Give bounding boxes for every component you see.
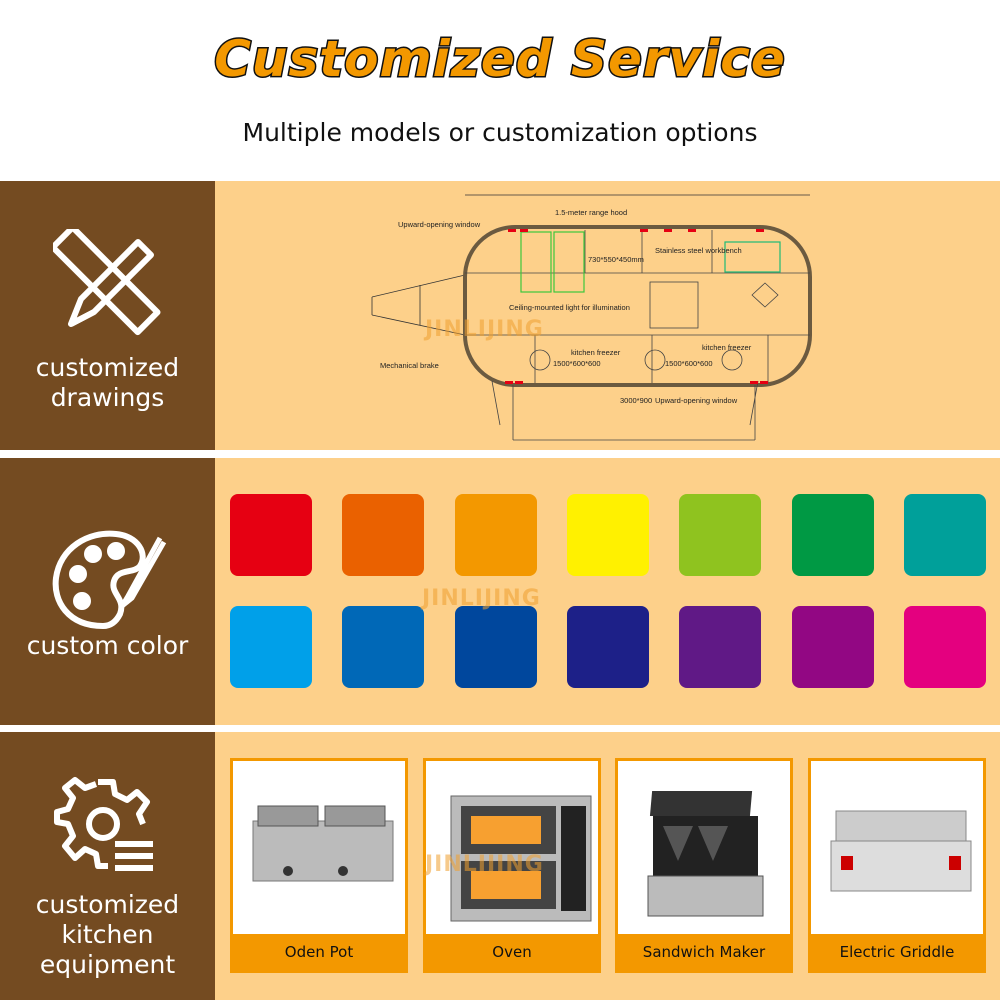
color-swatch[interactable] — [566, 494, 649, 576]
equipment-image — [830, 810, 972, 892]
equipment-image — [647, 791, 764, 917]
watermark: JINLIJING — [422, 586, 541, 611]
label-dim-4: 3000*900 — [620, 396, 652, 405]
palette-icon — [52, 530, 166, 630]
label-dim-1: 1500*600*600 — [553, 359, 601, 368]
watermark: JINLIJING — [425, 317, 544, 342]
equipment-card[interactable]: Sandwich Maker — [615, 758, 793, 973]
side-panel-drawings: customized drawings — [0, 181, 215, 450]
color-swatch[interactable] — [566, 606, 649, 688]
color-swatch[interactable] — [230, 494, 312, 576]
equipment-name: Oden Pot — [233, 934, 405, 970]
section-label: custom color — [26, 631, 189, 660]
color-swatch[interactable] — [903, 494, 986, 576]
section-label: customized drawings — [35, 353, 180, 412]
equipment-card[interactable]: Oden Pot — [230, 758, 408, 973]
gear-list-icon — [53, 777, 153, 871]
equipment-name: Electric Griddle — [811, 934, 983, 970]
ruler-pencil-icon — [52, 229, 160, 336]
label-dim-2: 1500*600*600 — [665, 359, 713, 368]
label-window-top: Upward-opening window — [398, 220, 481, 229]
equipment-card[interactable]: Oven — [423, 758, 601, 973]
side-panel-colors: custom color — [0, 458, 215, 725]
color-swatch[interactable] — [679, 494, 762, 576]
trailer-floor-plan: 1.5-meter range hood Upward-opening wind… — [371, 194, 812, 441]
label-dim-3: 730*550*450mm — [588, 255, 644, 264]
color-swatch[interactable] — [230, 606, 312, 688]
section-drawings: customized drawings 1.5-meter range hood… — [0, 181, 1000, 450]
color-swatch[interactable] — [903, 606, 986, 688]
equipment-name: Sandwich Maker — [618, 934, 790, 970]
side-panel-equipment: customized kitchen equipment — [0, 732, 215, 1000]
color-swatch[interactable] — [342, 606, 425, 688]
section-equipment: customized kitchen equipment Oden Pot Ove… — [0, 732, 1000, 1000]
equipment-image — [252, 805, 394, 882]
section-colors: custom color JINLIJING — [0, 458, 1000, 725]
equipment-image — [450, 795, 592, 922]
color-swatch[interactable] — [791, 494, 874, 576]
color-swatch[interactable] — [454, 606, 537, 688]
label-range-hood: 1.5-meter range hood — [555, 208, 627, 217]
label-freezer-2: kitchen freezer — [702, 343, 752, 352]
equipment-card[interactable]: Electric Griddle — [808, 758, 986, 973]
page-subtitle: Multiple models or customization options — [242, 118, 758, 147]
color-swatch[interactable] — [342, 494, 425, 576]
trailer-body — [463, 225, 812, 387]
color-swatch[interactable] — [454, 494, 537, 576]
label-window-bottom: Upward-opening window — [655, 396, 738, 405]
section-label: customized kitchen equipment — [35, 890, 180, 979]
label-brake: Mechanical brake — [380, 361, 439, 370]
label-light: Ceiling-mounted light for illumination — [509, 303, 630, 312]
page-title: Customized Service — [213, 29, 787, 90]
watermark: JINLIJING — [425, 852, 544, 877]
color-swatch[interactable] — [679, 606, 762, 688]
equipment-name: Oven — [426, 934, 598, 970]
label-freezer-1: kitchen freezer — [571, 348, 621, 357]
label-workbench: Stainless steel workbench — [655, 246, 742, 255]
color-swatch[interactable] — [791, 606, 874, 688]
